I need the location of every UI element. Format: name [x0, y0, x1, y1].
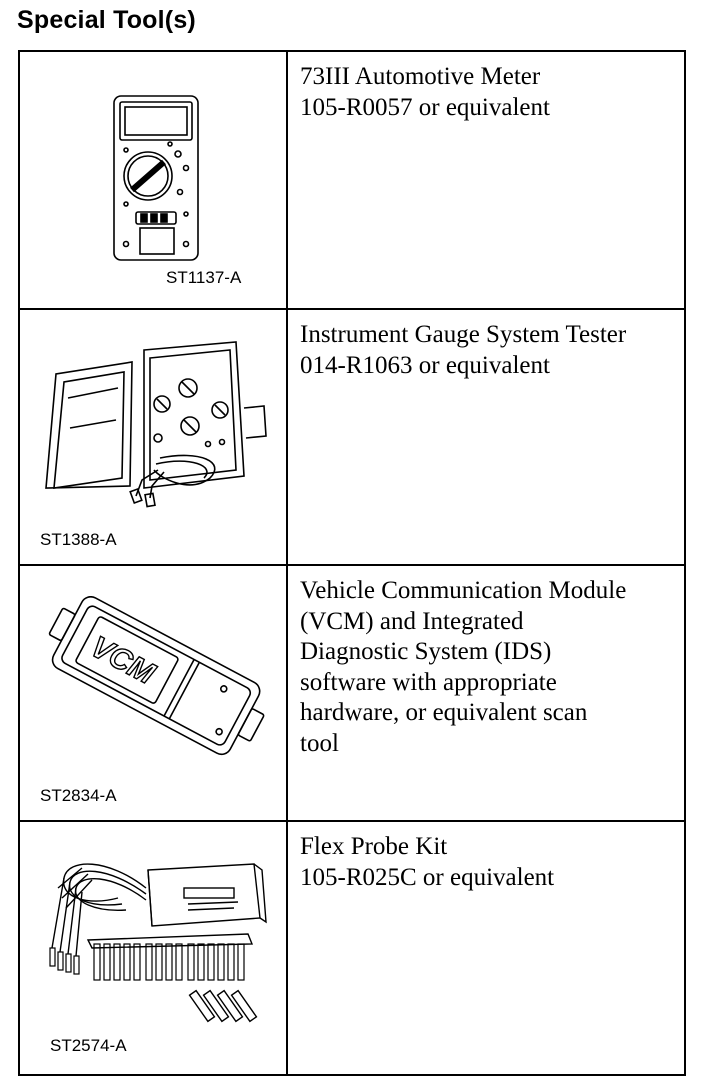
- tool-illustration-cell: ST1388-A: [20, 310, 288, 564]
- tool-name-line: software with appropriate: [300, 668, 557, 696]
- section-title: Special Tool(s): [17, 6, 196, 34]
- tool-description: Vehicle Communication Module (VCM) and I…: [288, 566, 684, 820]
- tool-description: Flex Probe Kit 105-R025C or equivalent: [288, 822, 684, 1074]
- tool-code: ST1388-A: [40, 530, 117, 549]
- gauge-system-tester-illustration: [40, 338, 270, 508]
- tool-row: VCM ST2834-A Vehicle Communication Modul…: [20, 566, 684, 822]
- tool-name-line: Vehicle Communication Module: [300, 577, 627, 604]
- tool-part-number: 105-R025C or equivalent: [300, 863, 555, 891]
- tool-illustration-cell: VCM ST2834-A: [20, 566, 288, 820]
- tool-row: ST2574-A Flex Probe Kit 105-R025C or equ…: [20, 822, 684, 1074]
- tool-description: Instrument Gauge System Tester 014-R1063…: [288, 310, 684, 564]
- tool-row: ST1137-A 73III Automotive Meter 105-R005…: [20, 52, 684, 310]
- tool-row: ST1388-A Instrument Gauge System Tester …: [20, 310, 684, 566]
- tool-illustration-cell: ST2574-A: [20, 822, 288, 1074]
- tool-name: 73III Automotive Meter: [300, 63, 541, 90]
- flex-probe-kit-illustration: [48, 848, 268, 1028]
- automotive-meter-illustration: [108, 94, 208, 264]
- tool-part-number: 105-R0057 or equivalent: [300, 93, 550, 121]
- tool-name: Instrument Gauge System Tester: [300, 321, 627, 348]
- vcm-label: VCM: [85, 630, 160, 691]
- tool-code: ST1137-A: [166, 268, 242, 287]
- tool-name-line: hardware, or equivalent scan: [300, 699, 588, 726]
- tool-name-line: Diagnostic System (IDS): [300, 638, 552, 665]
- tool-name: Flex Probe Kit: [300, 833, 448, 860]
- tool-description: 73III Automotive Meter 105-R0057 or equi…: [288, 52, 684, 308]
- tool-illustration-cell: ST1137-A: [20, 52, 288, 308]
- tool-name-line: (VCM) and Integrated: [300, 607, 524, 635]
- tool-name-line: tool: [300, 729, 339, 757]
- tool-part-number: 014-R1063 or equivalent: [300, 351, 550, 379]
- tool-code: ST2574-A: [50, 1036, 127, 1055]
- vcm-module-illustration: VCM: [42, 596, 272, 756]
- tool-code: ST2834-A: [40, 786, 117, 805]
- special-tools-table: ST1137-A 73III Automotive Meter 105-R005…: [18, 50, 686, 1076]
